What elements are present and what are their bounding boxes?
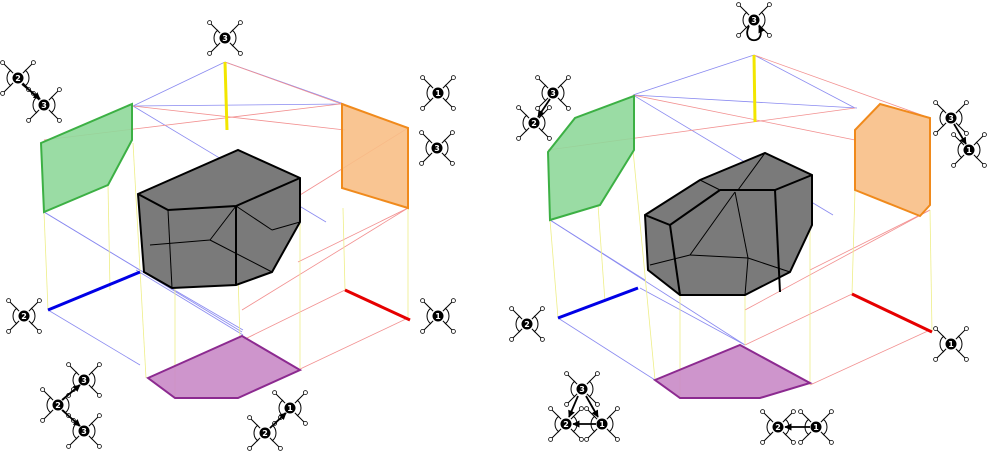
node-edge-arrow	[953, 123, 967, 145]
node-bottom-right-a-right: 2	[760, 409, 796, 445]
node-glyphs-left: 3 2 3 1 3 2 1 3 2 3 1 2	[0, 20, 456, 451]
node-mid-right-right: 1	[933, 326, 969, 362]
purple-face	[146, 334, 303, 399]
node-label: 2	[524, 320, 530, 329]
node-edge-arrow	[269, 412, 287, 429]
node-bottom-right-b-right: 1	[798, 409, 834, 445]
node-label: 3	[550, 89, 556, 98]
node-mid-left-right: 2	[509, 306, 545, 342]
axis-yellow-right	[752, 54, 757, 123]
node-edge-arrow	[537, 98, 551, 118]
axis-blue-right	[557, 286, 639, 320]
node-loop-arrow	[746, 25, 766, 41]
node-bottom-left-b-right: 2	[548, 406, 584, 442]
node-glyphs-right: 3 3 2 3 1 2 1 3 2 1 2 1	[509, 2, 987, 445]
node-top-center: 3	[207, 20, 243, 56]
node-bottom-left-a-right: 3	[564, 371, 600, 407]
node-top-right-b: 3	[419, 130, 455, 166]
node-label: 1	[948, 340, 954, 349]
node-label: 2	[262, 429, 268, 438]
node-mid-left: 2	[6, 298, 42, 334]
node-label: 3	[222, 34, 228, 43]
axis-yellow	[223, 61, 229, 131]
node-edge-arrow	[61, 384, 81, 401]
node-top-left-a: 2	[0, 60, 36, 96]
node-edge-arrow	[61, 409, 81, 427]
node-label: 2	[21, 312, 27, 321]
node-label: 1	[966, 146, 972, 155]
node-label: 2	[775, 423, 781, 432]
node-edge-arrow	[568, 395, 579, 418]
node-top-right-a: 1	[420, 75, 456, 111]
node-label: 1	[599, 420, 605, 429]
node-label: 2	[531, 119, 537, 128]
node-edge-arrow	[585, 395, 599, 418]
guide-lines-blue-right	[549, 54, 858, 381]
node-top-right-a-right: 3	[933, 100, 969, 136]
left-panel: 3 2 3 1 3 2 1 3 2 3 1 2	[0, 20, 456, 451]
node-edge-arrow	[21, 83, 41, 100]
node-top-left-b-right: 2	[516, 105, 552, 141]
orange-face	[341, 102, 409, 210]
node-bottom-left-b: 2	[40, 387, 76, 423]
node-mid-right: 1	[420, 298, 456, 334]
green-face	[39, 102, 133, 214]
node-top-center-right: 3	[736, 2, 772, 38]
right-panel: 3 3 2 3 1 2 1 3 2 1 2 1	[509, 2, 987, 445]
node-bottom-left-c-right: 1	[584, 406, 620, 442]
axis-blue	[47, 270, 141, 312]
node-label: 1	[287, 404, 293, 413]
axis-red	[344, 288, 411, 322]
axis-red-right	[851, 292, 933, 334]
node-label: 2	[563, 420, 569, 429]
green-face-right	[546, 94, 635, 222]
solid-polytope-right	[643, 151, 813, 296]
node-label: 3	[41, 101, 47, 110]
guide-lines-yellow-right	[549, 149, 933, 398]
node-label: 3	[751, 16, 757, 25]
node-label: 3	[81, 427, 87, 436]
node-label: 1	[435, 89, 441, 98]
purple-face-right	[652, 343, 813, 399]
node-label: 3	[948, 114, 954, 123]
node-label: 2	[55, 401, 61, 410]
node-label: 3	[81, 376, 87, 385]
node-label: 2	[15, 74, 21, 83]
node-label: 1	[813, 423, 819, 432]
node-label: 3	[434, 144, 440, 153]
node-label: 1	[435, 312, 441, 321]
solid-polytope	[136, 148, 301, 290]
node-top-left-a-right: 3	[535, 75, 571, 111]
node-top-right-b-right: 1	[951, 132, 987, 168]
node-label: 3	[579, 385, 585, 394]
orange-face-right	[854, 102, 931, 218]
